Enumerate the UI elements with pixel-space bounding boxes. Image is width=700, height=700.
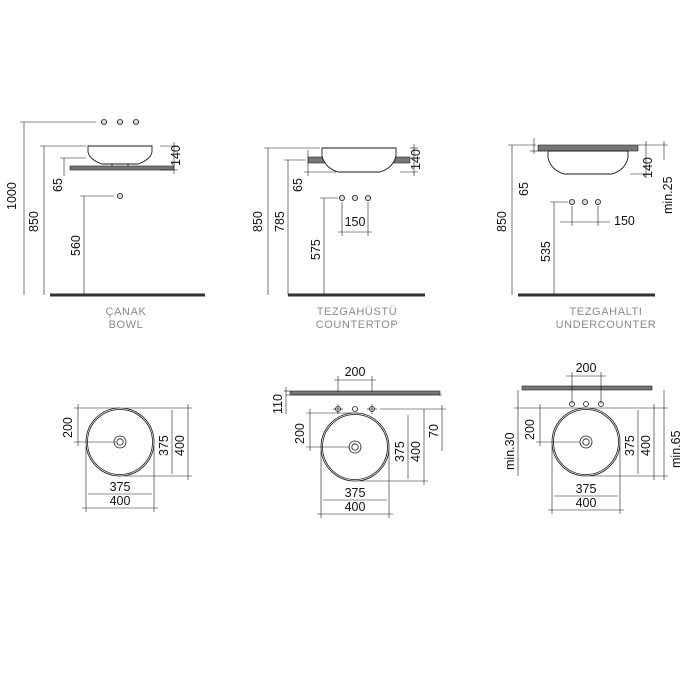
counter-slab xyxy=(537,144,639,152)
dim-counter-height: 850 xyxy=(495,211,509,232)
elevation-countertop: 850 785 65 140 575 150 TEZGAHÜSTÜ COUNTE… xyxy=(251,144,425,331)
caption-en: UNDERCOUNTER xyxy=(556,319,657,331)
dim-drain-offset: 200 xyxy=(61,417,75,438)
dim-h-outer: 400 xyxy=(173,435,187,456)
drain-core xyxy=(116,438,124,446)
dim-bowl-height: 140 xyxy=(641,157,655,178)
caption-en: BOWL xyxy=(109,319,144,331)
dim-d-inner: 375 xyxy=(110,480,131,494)
dim-drain-offset: 200 xyxy=(523,419,537,440)
dim-d-outer: 400 xyxy=(345,500,366,514)
tap-dot xyxy=(132,119,139,126)
dim-drain-height: 560 xyxy=(69,235,83,256)
drain-circle xyxy=(348,440,362,454)
dim-drain-offset: 200 xyxy=(293,423,307,444)
caption-tr: TEZGAHALTI xyxy=(569,306,642,318)
dim-min-front: min.30 xyxy=(503,432,517,470)
drain-core xyxy=(351,443,359,451)
counter-slab xyxy=(521,385,653,391)
elevation-bowl: 1000 850 65 140 560 ÇANAK BOWL xyxy=(5,119,205,331)
elevation-undercounter: 850 65 140 min.25 535 150 TEZGAHALTI UND… xyxy=(495,138,675,331)
tap-dot xyxy=(364,194,371,201)
tap-hole xyxy=(569,401,575,407)
tap-hole xyxy=(598,401,604,407)
dim-tap-spacing: 150 xyxy=(345,215,366,229)
dim-h-outer: 400 xyxy=(409,441,423,462)
tap-dot xyxy=(582,198,589,205)
dim-counter-thickness: 65 xyxy=(291,178,305,192)
tap-hole xyxy=(583,401,589,407)
dim-h-inner: 375 xyxy=(623,435,637,456)
caption-tr: ÇANAK xyxy=(106,306,147,318)
plan-bowl: 200 375 400 375 400 xyxy=(61,404,192,512)
tap-dot xyxy=(351,194,358,201)
tap-dot xyxy=(101,119,108,126)
dim-tap-height: 535 xyxy=(539,241,553,262)
dim-counter-height: 850 xyxy=(27,211,41,232)
dim-tap-height: 575 xyxy=(309,239,323,260)
bowl-profile xyxy=(87,145,153,165)
counter-slab xyxy=(69,165,175,171)
drain-dot xyxy=(117,192,124,199)
drain-circle xyxy=(579,435,593,449)
bowl-profile xyxy=(321,147,397,173)
dim-counter-height: 850 xyxy=(251,211,265,232)
dim-h-outer: 400 xyxy=(639,435,653,456)
tap-dot xyxy=(117,119,124,126)
dim-min-side: min.65 xyxy=(669,430,683,468)
drain-core xyxy=(582,438,590,446)
plan-undercounter: 200 min.30 200 375 400 min.65 375 400 xyxy=(503,361,683,514)
dim-tap-spacing: 150 xyxy=(614,214,635,228)
tap-dot xyxy=(338,194,345,201)
plan-countertop: 110 200 200 375 400 70 375 400 xyxy=(271,365,446,518)
dim-bowl-height: 140 xyxy=(169,145,183,166)
bowl-profile xyxy=(547,150,629,175)
tap-hole xyxy=(352,406,358,412)
dim-h-inner: 375 xyxy=(157,435,171,456)
dim-tap-offset: 70 xyxy=(427,424,441,438)
caption-en: COUNTERTOP xyxy=(316,319,399,331)
dim-min-thickness: min.25 xyxy=(661,176,675,214)
dim-bowl-height: 140 xyxy=(409,149,423,170)
dim-tap-spacing: 200 xyxy=(345,365,366,379)
counter-slab xyxy=(289,390,441,396)
dim-d-outer: 400 xyxy=(110,494,131,508)
dim-counter-thickness: 65 xyxy=(517,182,531,196)
tap-dot xyxy=(569,198,576,205)
dim-d-outer: 400 xyxy=(576,496,597,510)
dim-slab-depth: 110 xyxy=(271,394,285,414)
caption-tr: TEZGAHÜSTÜ xyxy=(317,306,398,318)
tap-dot xyxy=(595,198,602,205)
dim-counter-thickness: 65 xyxy=(51,178,65,192)
dim-h-inner: 375 xyxy=(393,441,407,462)
dim-d-inner: 375 xyxy=(576,482,597,496)
dim-tap-spacing: 200 xyxy=(576,361,597,375)
dim-bowl-rim-height: 785 xyxy=(273,211,287,232)
dim-d-inner: 375 xyxy=(345,486,366,500)
dim-total-height: 1000 xyxy=(5,182,19,210)
